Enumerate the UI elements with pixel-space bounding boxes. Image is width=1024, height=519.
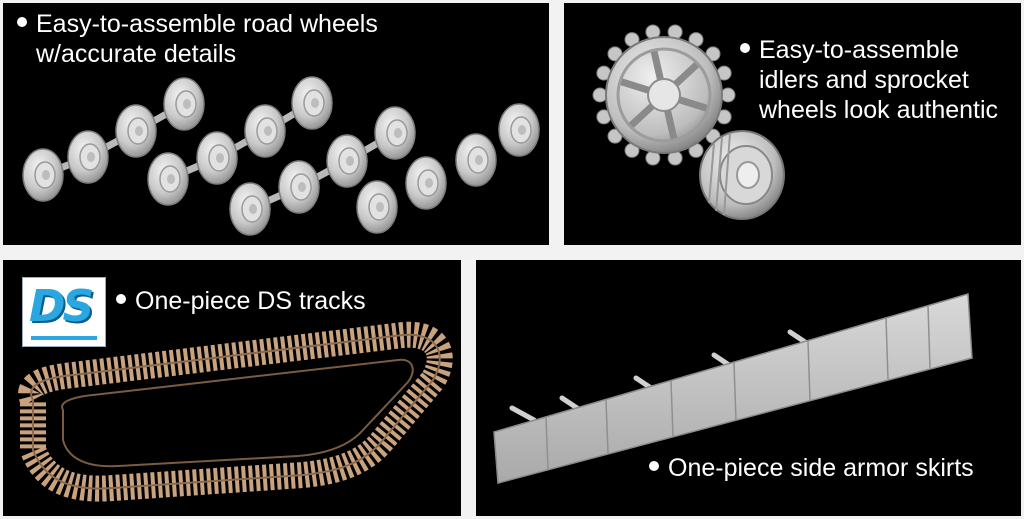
- road-wheel: [22, 148, 64, 202]
- sprocket-tooth: [720, 87, 736, 103]
- road-wheel: [326, 134, 368, 188]
- sprocket-tooth: [592, 87, 608, 103]
- bullet-icon: [649, 461, 659, 472]
- ds-logo-underline: [31, 336, 97, 340]
- road-wheel: [278, 160, 320, 214]
- idler-wheel: [699, 130, 785, 220]
- bullet-icon: [740, 43, 750, 54]
- idlers-line1: Easy-to-assemble: [759, 36, 960, 64]
- bullet-icon: [17, 17, 27, 28]
- road-wheels-caption: Easy-to-assemble road wheels w/accurate …: [17, 9, 378, 69]
- sprocket-wheel: [592, 24, 736, 166]
- sprocket-idler-illustration: [592, 24, 785, 220]
- tracks-caption: One-piece DS tracks: [116, 286, 366, 316]
- road-wheel: [147, 152, 189, 206]
- road-wheel: [455, 133, 497, 187]
- road-wheel: [163, 77, 205, 131]
- road-wheels-line1: Easy-to-assemble road wheels: [36, 10, 378, 38]
- idlers-caption: Easy-to-assemble idlers and sprocket whe…: [740, 35, 998, 125]
- road-wheel: [229, 182, 271, 236]
- skirts-panel: One-piece side armor skirts: [476, 260, 1021, 516]
- road-wheel: [291, 76, 333, 130]
- road-wheel: [244, 104, 286, 158]
- armor-skirt-illustration: [493, 293, 973, 484]
- skirt-plate: [493, 293, 973, 484]
- tracks-panel: DS One-piece DS tracks: [3, 260, 461, 516]
- road-wheel: [405, 156, 447, 210]
- skirts-caption: One-piece side armor skirts: [649, 453, 974, 483]
- road-wheels-panel: Easy-to-assemble road wheels w/accurate …: [3, 3, 549, 245]
- road-wheel: [196, 131, 238, 185]
- road-wheel: [498, 103, 540, 157]
- road-wheel: [115, 104, 157, 158]
- road-wheels-illustration: [22, 76, 540, 236]
- ds-logo-text: DS: [29, 281, 94, 332]
- ds-logo: DS: [22, 277, 106, 347]
- ds-tracks-illustration: [18, 321, 453, 502]
- idlers-line2: idlers and sprocket: [759, 66, 969, 94]
- road-wheel: [356, 180, 398, 234]
- road-wheel: [374, 106, 416, 160]
- idlers-panel: Easy-to-assemble idlers and sprocket whe…: [564, 3, 1021, 245]
- idlers-line3: wheels look authentic: [759, 96, 999, 124]
- bullet-icon: [116, 294, 126, 305]
- skirts-caption-text: One-piece side armor skirts: [668, 454, 974, 482]
- road-wheel: [67, 130, 109, 184]
- tracks-caption-text: One-piece DS tracks: [135, 287, 366, 315]
- road-wheels-line2: w/accurate details: [36, 40, 237, 68]
